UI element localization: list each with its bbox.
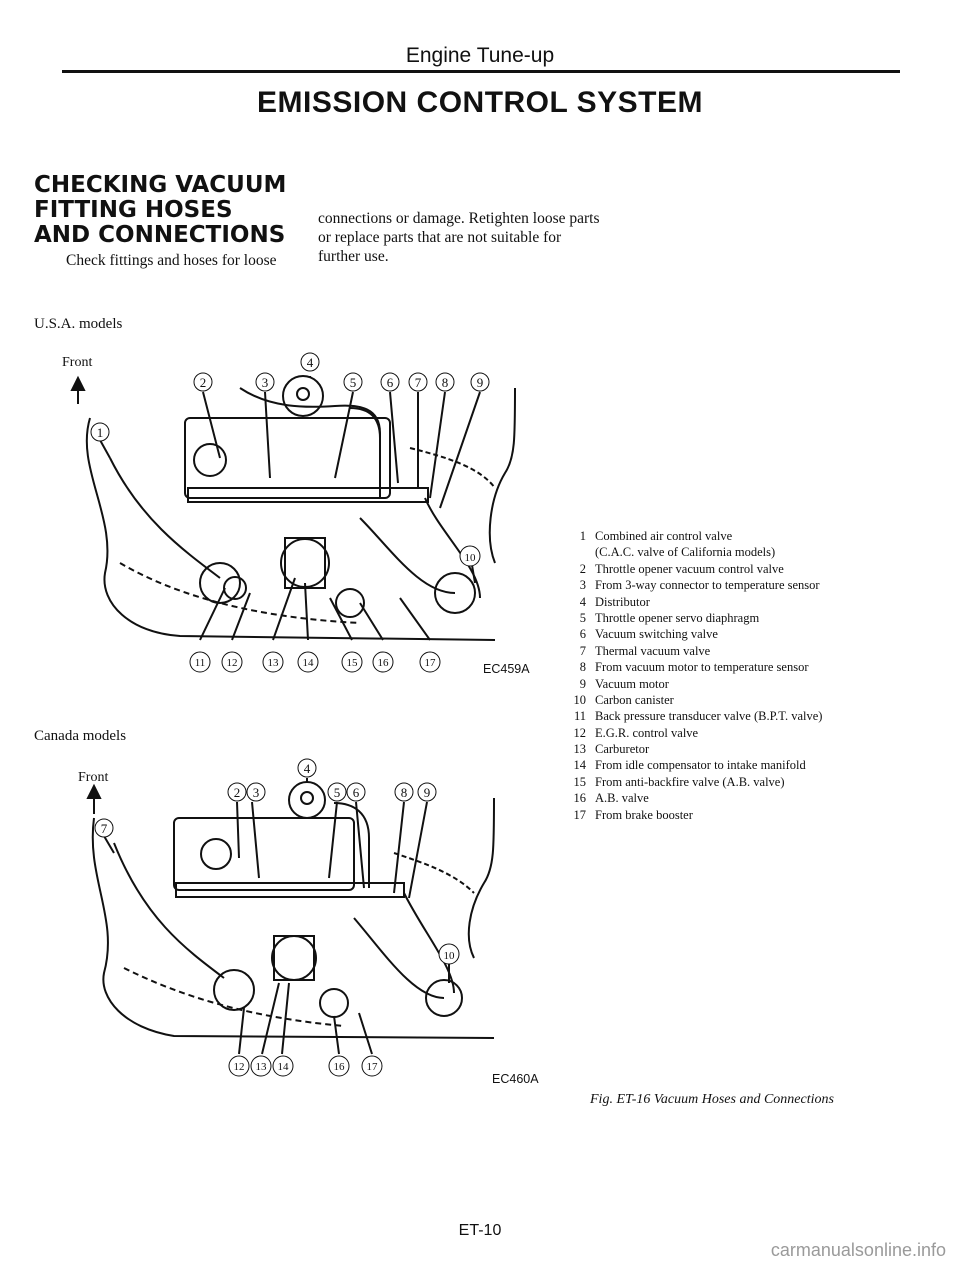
callouts-side: 1 10: [90, 422, 481, 567]
callout-label: 14: [278, 1061, 290, 1073]
page-title: EMISSION CONTROL SYSTEM: [257, 86, 703, 119]
section-header: Engine Tune-up: [405, 44, 555, 67]
callout-label: 10: [465, 552, 477, 564]
callout-label: 2: [200, 375, 207, 390]
callouts-top: 2 3 4 5 6 8 9: [227, 758, 437, 802]
heading-line: FITTING HOSES: [34, 197, 233, 223]
callout-label: 13: [268, 657, 280, 669]
callout-label: 13: [256, 1061, 268, 1073]
callout-label: 15: [347, 657, 359, 669]
callout-label: 3: [253, 785, 260, 800]
callout-label: 11: [195, 657, 206, 669]
callout-label: 5: [350, 375, 357, 390]
callout-label: 6: [353, 785, 360, 800]
intro-text-left: Check fittings and hoses for loose: [66, 252, 277, 269]
callout-label: 16: [334, 1061, 346, 1073]
callout-label: 8: [401, 785, 408, 800]
front-label: Front: [78, 770, 109, 785]
article-heading: CHECKING VACUUM FITTING HOSES AND CONNEC…: [34, 173, 324, 248]
figure-label-canada: Canada models: [34, 728, 127, 744]
watermark: carmanualsonline.info: [770, 1240, 946, 1260]
canada-vacuum-hose-diagram: 2 3 4 5 6 8 9 7 10 12 13 14 16 17: [86, 758, 495, 1077]
usa-vacuum-hose-diagram: 2 3 4 5 6 7 8 9 1 10 11 12 13 14 15 16 1…: [70, 352, 516, 673]
callout-label: 7: [101, 821, 108, 836]
callout-label: 17: [425, 657, 437, 669]
callout-label: 17: [367, 1061, 379, 1073]
legend-item: (C.A.C. valve of California models): [595, 545, 776, 560]
figure-code-canada: EC460A: [492, 1072, 539, 1086]
callout-label: 9: [424, 785, 431, 800]
heading-line: AND CONNECTIONS: [34, 222, 286, 248]
intro-text-right: connections or damage. Retighten loose p…: [318, 210, 600, 265]
callouts-top: 2 3 4 5 6 7 8 9: [193, 352, 490, 392]
front-arrow-icon: [70, 375, 86, 391]
figure-caption: Fig. ET-16 Vacuum Hoses and Connections: [590, 1092, 834, 1107]
callout-label: 6: [387, 375, 394, 390]
callout-label: 7: [415, 375, 422, 390]
callouts-side: 7 10: [94, 818, 460, 965]
callout-label: 5: [334, 785, 341, 800]
callout-label: 14: [303, 657, 315, 669]
figure-label-usa: U.S.A. models: [34, 316, 123, 332]
callout-label: 16: [378, 657, 390, 669]
front-arrow-icon: [86, 783, 102, 799]
callouts-bottom: 12 13 14 16 17: [228, 1055, 383, 1077]
callout-label: 1: [97, 425, 104, 440]
callout-label: 2: [234, 785, 241, 800]
callout-label: 10: [444, 950, 456, 962]
callout-label: 3: [262, 375, 269, 390]
figure-code-usa: EC459A: [483, 662, 530, 676]
header-rule: [62, 70, 900, 73]
callout-label: 12: [234, 1061, 245, 1073]
callout-label: 12: [227, 657, 238, 669]
page-number: ET-10: [458, 1222, 502, 1239]
heading-line: CHECKING VACUUM: [34, 172, 287, 198]
callout-label: 4: [304, 761, 311, 776]
callouts-bottom: 11 12 13 14 15 16 17: [189, 651, 441, 673]
callout-label: 4: [307, 355, 314, 370]
callout-label: 8: [442, 375, 449, 390]
callout-label: 9: [477, 375, 484, 390]
front-label: Front: [62, 355, 93, 370]
